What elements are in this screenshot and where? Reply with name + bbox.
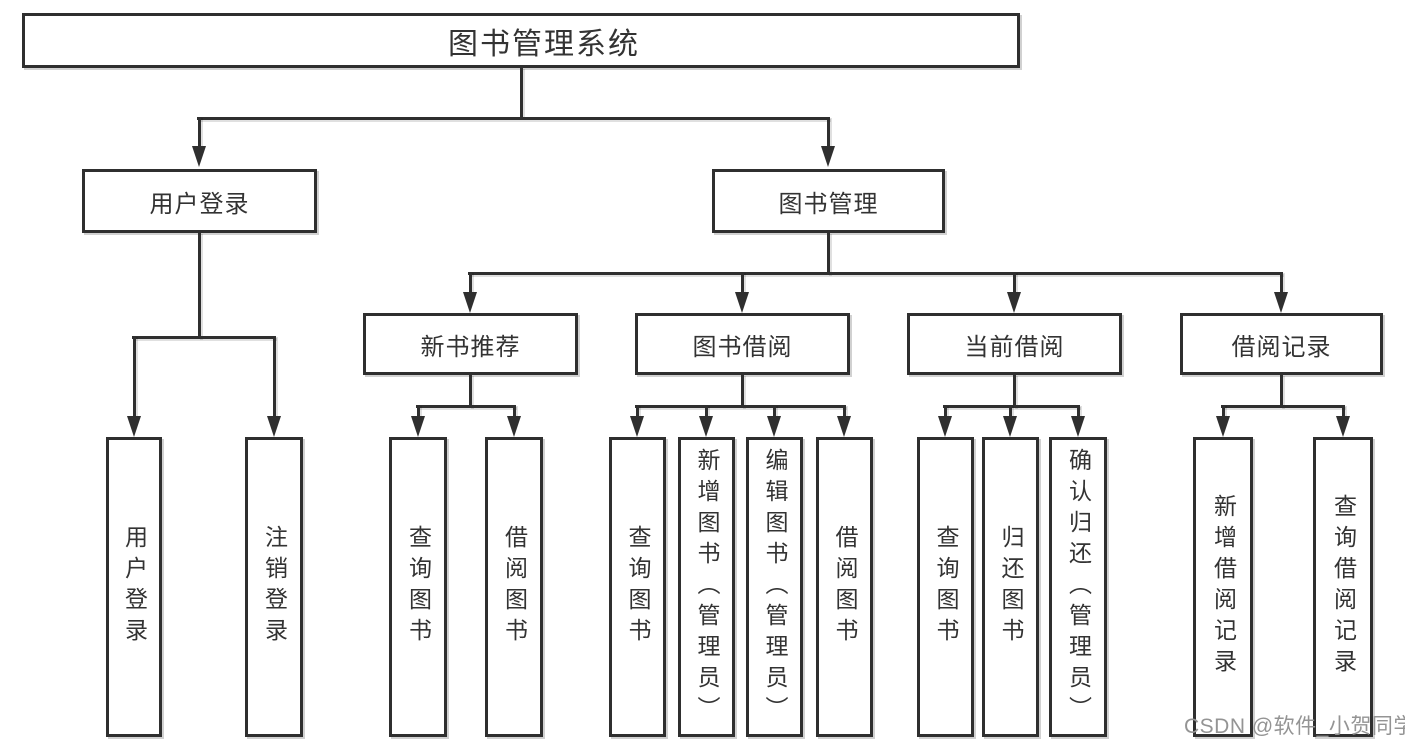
- connector-line: [469, 272, 472, 294]
- node-borrow-records: 借阅记录: [1180, 313, 1383, 375]
- arrow-down-icon: [1274, 292, 1288, 313]
- connector-line: [1280, 375, 1283, 408]
- arrow-down-icon: [735, 292, 749, 313]
- connector-line: [198, 117, 201, 147]
- arrow-down-icon: [699, 416, 713, 437]
- leaf-query-books-recommend: 查询图书: [389, 437, 447, 737]
- connector-line: [468, 272, 1283, 275]
- leaf-add-borrow-record: 新增借阅记录: [1193, 437, 1253, 737]
- connector-line: [635, 405, 846, 408]
- arrow-down-icon: [1003, 416, 1017, 437]
- arrow-down-icon: [630, 416, 644, 437]
- connector-line: [827, 233, 830, 275]
- connector-line: [1077, 405, 1080, 418]
- arrow-down-icon: [1336, 416, 1350, 437]
- arrow-down-icon: [1071, 416, 1085, 437]
- connector-line: [741, 375, 744, 408]
- node-book-borrow: 图书借阅: [635, 313, 850, 375]
- leaf-borrow-books: 借阅图书: [816, 437, 873, 737]
- leaf-add-book-admin: 新增图书（管理员）: [678, 437, 735, 737]
- arrow-down-icon: [127, 416, 141, 437]
- connector-line: [198, 233, 201, 339]
- connector-line: [1280, 272, 1283, 294]
- connector-line: [1342, 405, 1345, 418]
- connector-line: [197, 117, 830, 120]
- connector-line: [773, 405, 776, 418]
- connector-line: [741, 272, 744, 294]
- leaf-confirm-return-admin: 确认归还（管理员）: [1049, 437, 1107, 737]
- connector-line: [132, 336, 276, 339]
- arrow-down-icon: [463, 292, 477, 313]
- arrow-down-icon: [767, 416, 781, 437]
- watermark-text: CSDN @软件_小贺同学: [1184, 715, 1405, 738]
- connector-line: [513, 405, 516, 418]
- arrow-down-icon: [507, 416, 521, 437]
- connector-line: [705, 405, 708, 418]
- leaf-user-login: 用户登录: [106, 437, 162, 737]
- node-current-borrow: 当前借阅: [907, 313, 1122, 375]
- leaf-return-book: 归还图书: [982, 437, 1039, 737]
- arrow-down-icon: [192, 146, 206, 167]
- connector-line: [636, 405, 639, 418]
- connector-line: [1009, 405, 1012, 418]
- connector-line: [469, 375, 472, 408]
- connector-line: [520, 68, 523, 118]
- leaf-query-borrow-record: 查询借阅记录: [1313, 437, 1373, 737]
- leaf-query-books-borrow: 查询图书: [609, 437, 666, 737]
- connector-line: [843, 405, 846, 418]
- connector-line: [133, 336, 136, 418]
- arrow-down-icon: [411, 416, 425, 437]
- node-new-book-recommend: 新书推荐: [363, 313, 578, 375]
- connector-line: [1222, 405, 1225, 418]
- arrow-down-icon: [1007, 292, 1021, 313]
- connector-line: [273, 336, 276, 418]
- arrow-down-icon: [267, 416, 281, 437]
- arrow-down-icon: [821, 146, 835, 167]
- connector-line: [1221, 405, 1345, 408]
- node-library-system: 图书管理系统: [22, 13, 1020, 68]
- arrow-down-icon: [938, 416, 952, 437]
- leaf-logout: 注销登录: [245, 437, 303, 737]
- connector-line: [944, 405, 947, 418]
- connector-line: [416, 405, 516, 408]
- arrow-down-icon: [1216, 416, 1230, 437]
- leaf-borrow-books-recommend: 借阅图书: [485, 437, 543, 737]
- node-user-login: 用户登录: [82, 169, 317, 233]
- node-book-management: 图书管理: [712, 169, 945, 233]
- connector-line: [417, 405, 420, 418]
- leaf-query-books-current: 查询图书: [917, 437, 974, 737]
- connector-line: [1013, 272, 1016, 294]
- leaf-edit-book-admin: 编辑图书（管理员）: [746, 437, 803, 737]
- connector-line: [827, 117, 830, 147]
- arrow-down-icon: [837, 416, 851, 437]
- connector-line: [1013, 375, 1016, 408]
